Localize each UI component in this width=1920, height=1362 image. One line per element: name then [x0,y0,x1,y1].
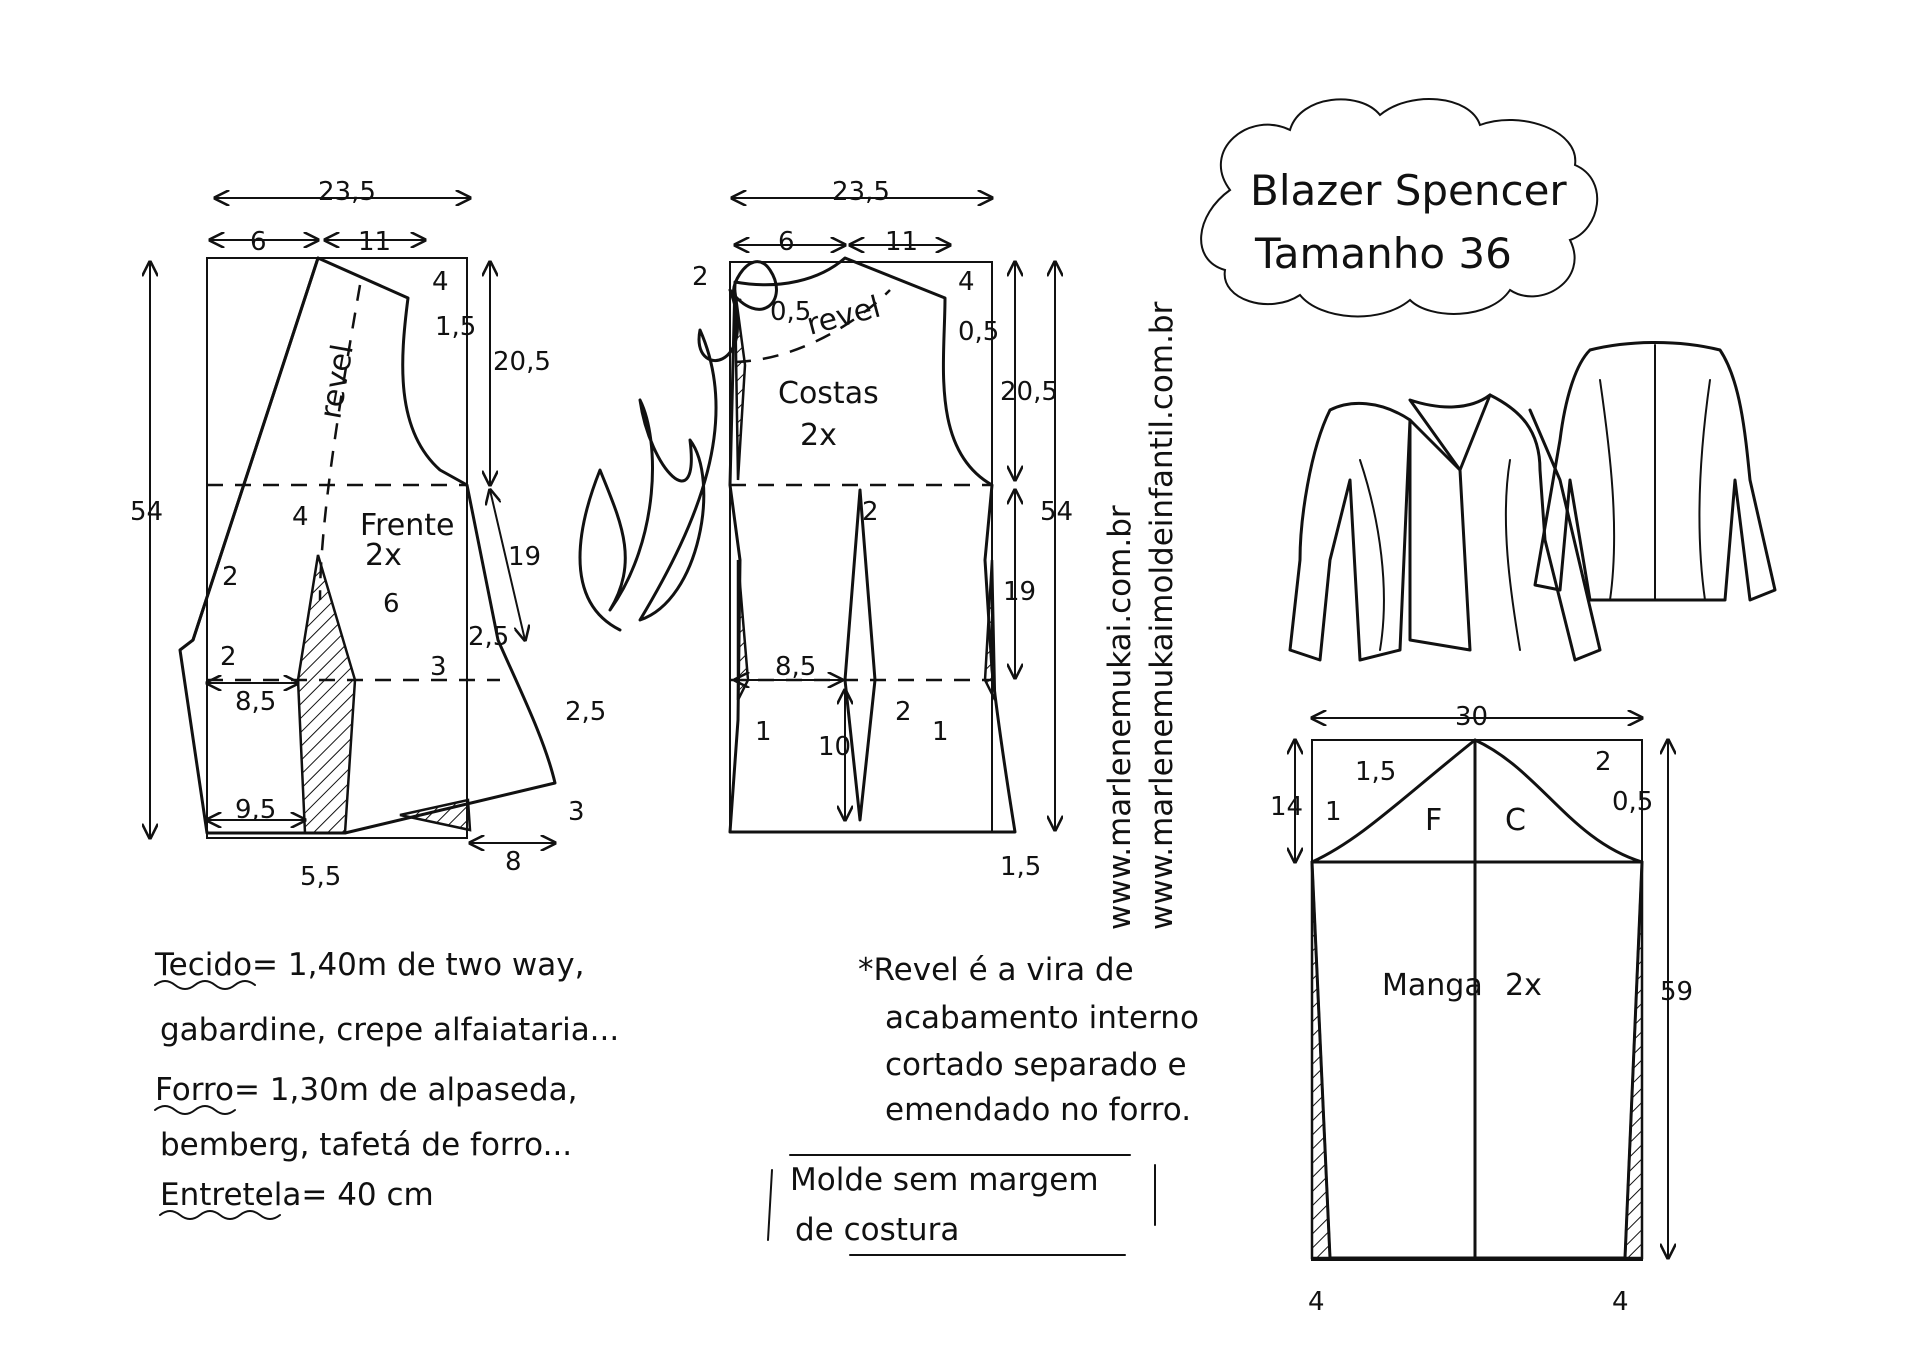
website-1: www.marlenemukai.com.br [1102,505,1138,930]
sleeve-piece: F C Manga 2x 30 14 59 1,5 2 1 0,5 4 4 [1270,702,1693,1317]
front-dim-neck: 6 [250,227,267,257]
revel-note-line1: *Revel é a vira de [858,952,1134,988]
front-dim-waist-drop: 3 [430,652,447,682]
back-dim-dart-top: 2 [862,497,879,527]
back-dim-neck-drop: 2 [692,262,709,292]
sleeve-dim-cap-f2: 1 [1325,797,1342,827]
revel-note-line4: emendado no forro. [885,1092,1191,1128]
materials-notes: Tecido= 1,40m de two way, gabardine, cre… [154,947,619,1220]
svg-text:Forro= 1,30m de alpaseda,: Forro= 1,30m de alpaseda, [155,1072,577,1108]
front-name: Frente [360,508,454,543]
title-cloud: Blazer Spencer Tamanho 36 [1200,98,1599,318]
front-facing-line [318,284,362,601]
forro-label: Forro [155,1072,234,1108]
sleeve-back-mark: C [1505,803,1526,838]
front-dim-hem-curve: 2,5 [565,697,606,727]
sleeve-dim-cap-b: 2 [1595,747,1612,777]
front-facing-label: revel [313,342,360,422]
front-dim-armhole-h: 20,5 [493,347,551,377]
front-dim-armhole: 1,5 [435,312,476,342]
revel-note-line3: cortado separado e [885,1047,1187,1083]
front-dim-shoulder: 11 [358,227,391,257]
signature [578,260,778,632]
back-dim-side: 19 [1003,577,1036,607]
front-dim-dart-hem: 5,5 [300,862,341,892]
back-dim-dart-x: 8,5 [775,652,816,682]
margin-note-line1: Molde sem margem [790,1162,1099,1198]
blazer-front-sketch [1288,393,1602,662]
tecido-line1: = 1,40m de two way, [252,947,584,983]
back-dim-armhole: 0,5 [958,317,999,347]
front-base-rect [206,257,468,839]
back-dim-side-in-r: 1 [932,717,949,747]
front-dim-height: 54 [130,497,163,527]
margin-note-line2: de costura [795,1212,959,1248]
entretela-label: Entretela [160,1177,301,1213]
back-dim-dart-len: 10 [818,732,851,762]
back-facing-label: revel [803,290,884,343]
back-dim-height: 54 [1040,497,1073,527]
front-lapel-line [191,256,320,642]
back-dim-armhole-h: 20,5 [1000,377,1058,407]
entretela-value: = 40 cm [301,1177,433,1213]
sleeve-dim-cap-b2: 0,5 [1612,787,1653,817]
back-name: Costas [778,376,879,411]
sleeve-dim-wrist-l: 4 [1308,1287,1325,1317]
revel-note: *Revel é a vira de acabamento interno co… [858,952,1199,1128]
front-dim-hem-ext: 8 [505,847,522,877]
sleeve-front-mark: F [1425,803,1442,838]
front-dim-front-drop: 2 [220,642,237,672]
sleeve-dim-cap-h: 14 [1270,792,1303,822]
front-count: 2x [365,538,402,573]
back-piece: Costas 2x revel 23,5 6 11 4 2 0,5 0,5 20… [692,177,1073,882]
back-dim-shoulder: 11 [885,227,918,257]
revel-note-line2: acabamento interno [885,1000,1199,1036]
back-dart [843,488,877,822]
forro-line1: = 1,30m de alpaseda, [234,1072,578,1108]
title-line2: Tamanho 36 [1254,229,1512,278]
sleeve-dim-cap-f: 1,5 [1355,757,1396,787]
back-count: 2x [800,418,837,453]
front-dim-side: 19 [508,542,541,572]
back-dim-shoulder-drop: 4 [958,267,975,297]
back-dim-neck-in: 0,5 [770,297,811,327]
tecido-line2: gabardine, crepe alfaiataria... [160,1012,619,1048]
back-dim-hem-ext: 1,5 [1000,852,1041,882]
front-piece: Frente 2x revel 23,5 6 11 4 1,5 20,5 54 … [130,177,606,892]
tecido-label: Tecido [154,947,252,983]
front-dim-hem-x: 9,5 [235,795,276,825]
back-dim-side-in-l: 1 [755,717,772,747]
front-dim-dart-top: 4 [292,502,309,532]
back-dim-neck: 6 [778,227,795,257]
front-dim-hem-drop: 3 [568,797,585,827]
back-dim-dart-w: 2 [895,697,912,727]
svg-text:Entretela= 40 cm: Entretela= 40 cm [160,1177,434,1213]
margin-note: Molde sem margem de costura [767,1154,1156,1256]
front-dim-shoulder-drop: 4 [432,267,449,297]
front-dim-waist-in: 2,5 [468,622,509,652]
front-dim-front-out: 2 [222,562,239,592]
blazer-back-sketch [1533,341,1777,602]
sleeve-dim-length: 59 [1660,977,1693,1007]
websites: www.marlenemukai.com.br www.marlenemukai… [1102,301,1180,930]
sleeve-outline [1310,860,1644,1260]
front-dim-width: 23,5 [318,177,376,207]
title-line1: Blazer Spencer [1250,166,1567,215]
back-outline [728,256,1017,834]
front-dart [296,554,357,835]
sleeve-dim-wrist-r: 4 [1612,1287,1629,1317]
sleeve-count: 2x [1505,968,1542,1003]
sleeve-name: Manga [1382,968,1483,1003]
svg-text:Tecido= 1,40m de two way,: Tecido= 1,40m de two way, [154,947,584,983]
front-dim-dart-w: 6 [383,589,400,619]
forro-line2: bemberg, tafetá de forro... [160,1127,572,1163]
front-dim-waist-x: 8,5 [235,687,276,717]
back-dim-width: 23,5 [832,177,890,207]
sleeve-dim-width: 30 [1455,702,1488,732]
website-2: www.marlenemukaimoldeinfantil.com.br [1144,301,1180,930]
